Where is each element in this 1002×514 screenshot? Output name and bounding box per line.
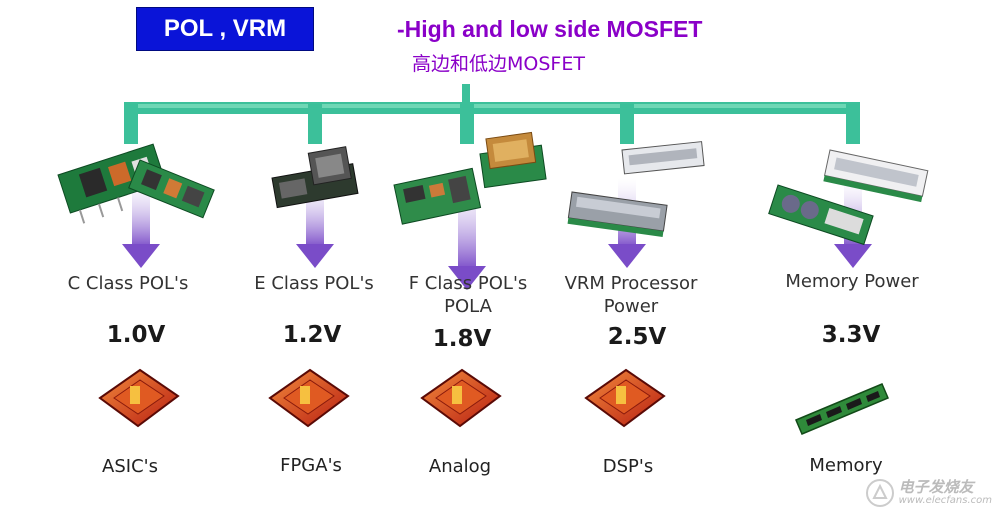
column-2-device: FPGA's <box>280 455 342 476</box>
bus-drop-1 <box>124 102 138 144</box>
column-1-device: ASIC's <box>102 456 158 477</box>
column-5-label: Memory Power <box>785 271 919 292</box>
subtitle-chinese: 高边和低边MOSFET <box>412 53 585 75</box>
module-memory-power-image <box>768 149 929 246</box>
module-vrm-image <box>567 141 705 238</box>
watermark-name: 电子发烧友 <box>898 478 974 496</box>
column-1-label: C Class POL's <box>67 273 189 294</box>
arrow-1 <box>122 178 160 268</box>
subtitle: -High and low side MOSFET <box>397 16 703 42</box>
dsp-chip-icon <box>584 368 666 428</box>
bus-lines <box>124 84 860 144</box>
column-1-voltage: 1.0V <box>106 322 166 348</box>
page-title: POL , VRM <box>136 7 314 51</box>
memory-stick-icon <box>795 383 889 435</box>
asic-chip-icon <box>98 368 180 428</box>
column-4-label: VRM Processor Power <box>564 273 698 317</box>
column-4-voltage: 2.5V <box>607 324 667 350</box>
column-2-voltage: 1.2V <box>282 322 342 348</box>
bus-drop-5 <box>846 102 860 144</box>
module-e-class-image <box>271 146 359 209</box>
bus-drop-4 <box>620 102 634 144</box>
column-2-label: E Class POL's <box>254 273 374 294</box>
analog-chip-icon <box>420 368 502 428</box>
column-4-device: DSP's <box>602 456 654 477</box>
watermark-url: www.elecfans.com <box>898 495 992 506</box>
fpga-chip-icon <box>268 368 350 428</box>
bus-drop-3 <box>460 102 474 144</box>
module-c-class-image <box>57 143 215 224</box>
bus-drop-2 <box>308 102 322 144</box>
column-5-voltage: 3.3V <box>821 322 881 348</box>
column-3-label: F Class POL's POLA <box>408 273 528 317</box>
watermark: 电子发烧友 www.elecfans.com <box>865 478 992 508</box>
column-3-device: Analog <box>428 456 492 477</box>
bus-feed-line <box>462 84 470 106</box>
elecfans-logo-icon <box>865 479 894 507</box>
module-f-class-image <box>393 131 547 225</box>
column-5-device: Memory <box>809 455 883 476</box>
column-3-voltage: 1.8V <box>432 326 492 352</box>
